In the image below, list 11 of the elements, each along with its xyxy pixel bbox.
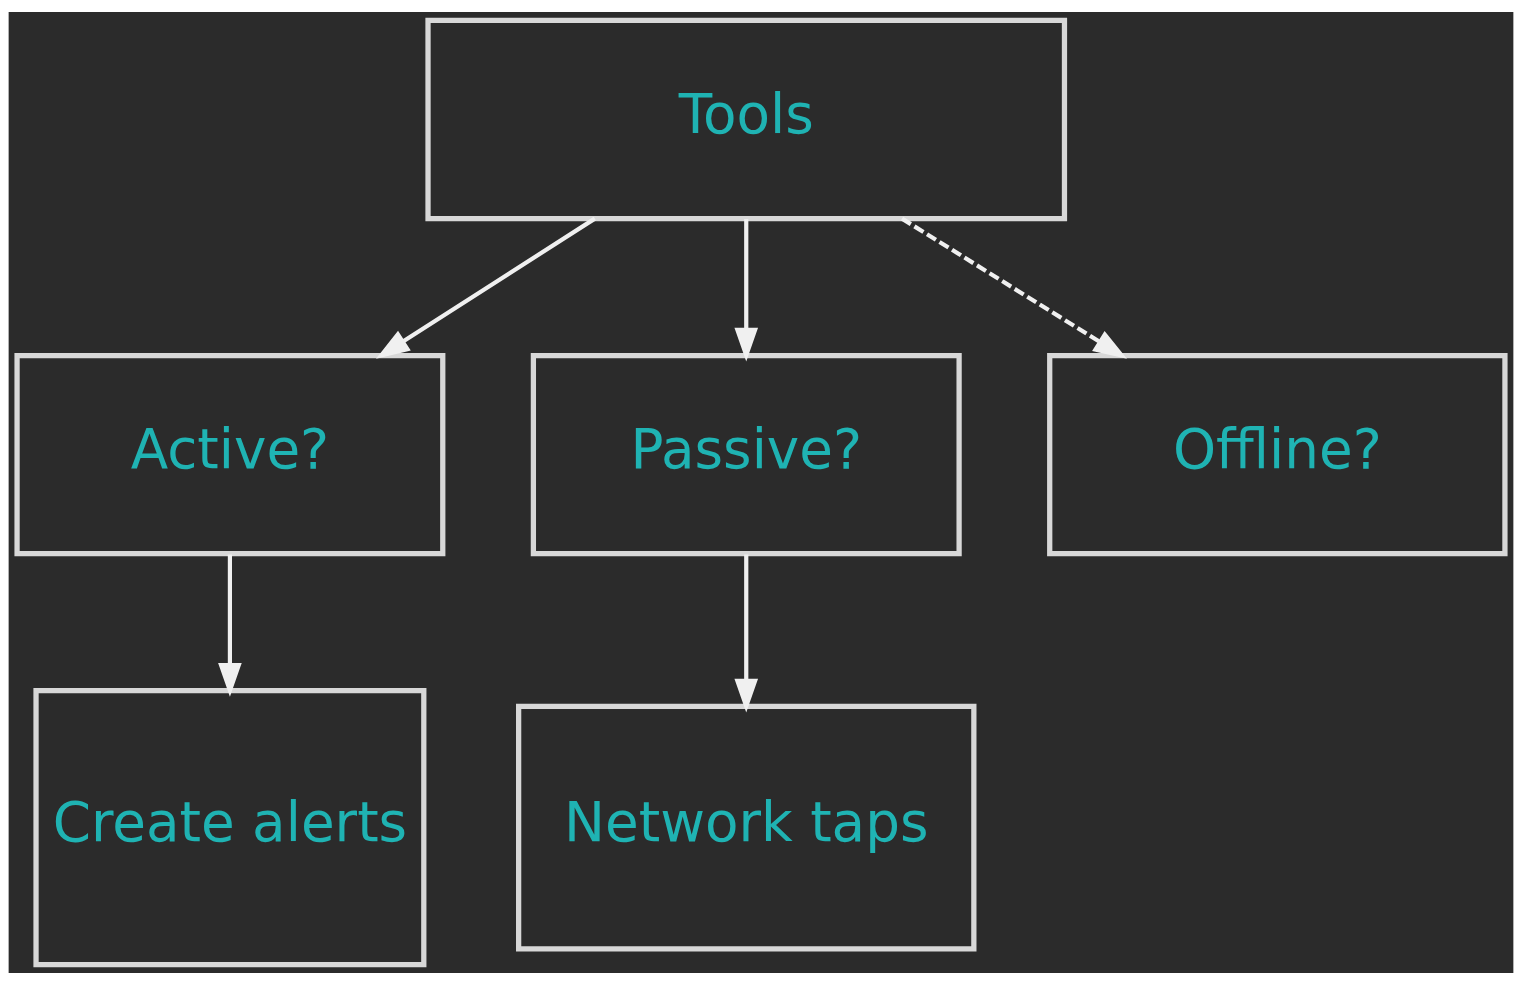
arrow <box>900 216 1127 359</box>
node-box: Network taps <box>516 703 977 951</box>
arrow <box>734 554 759 712</box>
node-box: Active? <box>14 352 446 556</box>
node-box: Passive? <box>530 352 962 556</box>
arrow <box>218 554 242 697</box>
node-box: Create alerts <box>33 687 427 967</box>
arrow <box>375 216 596 359</box>
node-box: Offline? <box>1047 352 1508 556</box>
node-box: Tools <box>425 17 1068 221</box>
arrow <box>734 218 759 361</box>
